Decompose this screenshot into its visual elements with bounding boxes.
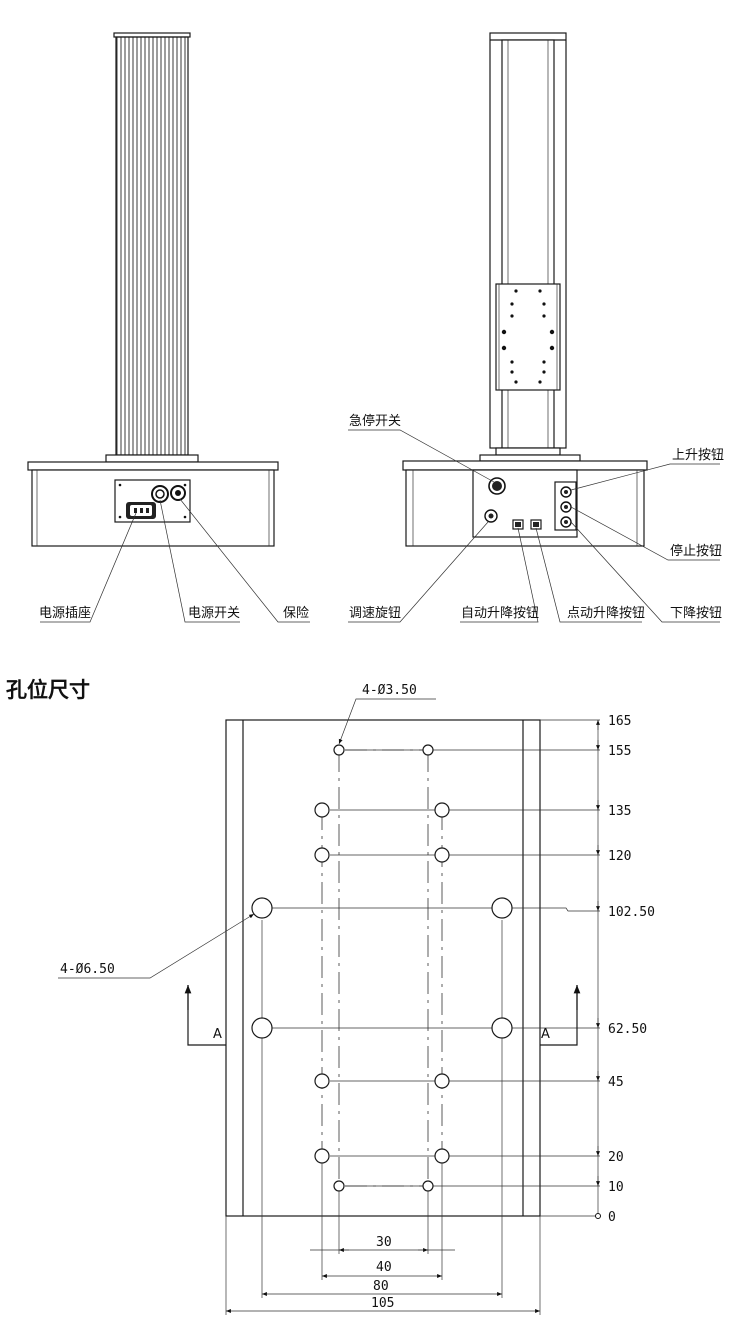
small-holes	[333, 744, 434, 1192]
medium-holes	[314, 802, 450, 1164]
mounting-plate-holes	[501, 289, 555, 384]
dim-155: 155	[608, 744, 631, 759]
hole	[333, 744, 345, 756]
dim-20: 20	[608, 1150, 624, 1165]
dim-10: 10	[608, 1180, 624, 1195]
hole	[434, 1148, 450, 1164]
large-holes	[251, 897, 513, 1039]
label-power-socket: 电源插座	[39, 606, 91, 621]
hole	[434, 802, 450, 818]
hole-plate-drawing: 4-Ø3.50 4-Ø6.50 A A 165 155 135 120 102.…	[58, 683, 655, 1315]
column-foot	[105, 454, 199, 463]
hole	[314, 1148, 330, 1164]
power-switch-icon	[151, 485, 169, 503]
power-socket-icon	[126, 502, 156, 519]
dim-102-50: 102.50	[608, 905, 655, 920]
ribbed-column	[115, 36, 189, 456]
dim-135: 135	[608, 804, 631, 819]
back-view: 急停开关 调速旋钮 自动升降按钮 点动升降按钮 上升按钮 停止按钮 下降按钮	[348, 32, 724, 623]
dim-120: 120	[608, 849, 631, 864]
dim-105: 105	[371, 1296, 394, 1311]
label-power-switch: 电源开关	[188, 606, 240, 621]
dim-0: 0	[608, 1210, 616, 1225]
hole	[314, 847, 330, 863]
hole	[333, 1180, 345, 1192]
label-auto-lift-button: 自动升降按钮	[461, 606, 539, 621]
label-fuse: 保险	[283, 606, 309, 621]
dim-165: 165	[608, 714, 631, 729]
emergency-stop-icon	[488, 477, 506, 495]
dim-80: 80	[373, 1279, 389, 1294]
hole	[251, 1017, 273, 1039]
hole	[422, 1180, 434, 1192]
hole	[314, 802, 330, 818]
dim-30: 30	[376, 1235, 392, 1250]
section-title: 孔位尺寸	[6, 678, 90, 702]
hole	[314, 1073, 330, 1089]
front-view: 电源插座 电源开关 保险	[27, 32, 310, 623]
base-lid	[402, 460, 648, 471]
hole	[422, 744, 434, 756]
dim-40: 40	[376, 1260, 392, 1275]
small-hole-callout: 4-Ø3.50	[362, 683, 417, 698]
label-speed-knob: 调速旋钮	[349, 606, 401, 621]
label-jog-lift-button: 点动升降按钮	[567, 606, 645, 621]
section-marker-right: A	[541, 1027, 550, 1042]
hole	[491, 897, 513, 919]
label-stop-button: 停止按钮	[670, 543, 722, 559]
fuse-icon	[170, 485, 186, 501]
hole	[434, 1073, 450, 1089]
label-down-button: 下降按钮	[670, 606, 722, 621]
label-emergency-stop: 急停开关	[349, 413, 401, 429]
plate-outline	[225, 719, 541, 1217]
hole	[434, 847, 450, 863]
base-lid	[27, 461, 279, 471]
section-marker-left: A	[213, 1027, 222, 1042]
label-up-button: 上升按钮	[672, 448, 724, 463]
speed-knob-icon	[484, 509, 498, 523]
large-hole-callout: 4-Ø6.50	[60, 962, 115, 977]
dim-45: 45	[608, 1075, 624, 1090]
dim-62-50: 62.50	[608, 1022, 647, 1037]
hole	[491, 1017, 513, 1039]
hole	[251, 897, 273, 919]
mounting-plate	[495, 283, 561, 391]
